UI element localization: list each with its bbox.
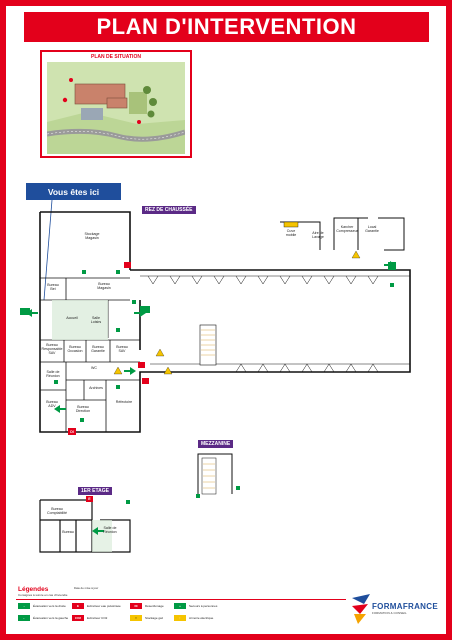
room-bureau-etage: Bureau bbox=[62, 530, 74, 534]
section-first-floor: 1ER ETAGE bbox=[78, 487, 112, 495]
evac-right-icon: → bbox=[18, 603, 30, 609]
room-bureau-garantie: Bureau Garantie bbox=[91, 345, 105, 354]
you-are-here-pointer bbox=[43, 199, 53, 301]
first-aid-icon: + bbox=[174, 603, 186, 609]
room-cuve: Cuve mobile bbox=[285, 229, 297, 238]
room-bureau-comptabilite: Bureau Comptabilité bbox=[47, 507, 67, 516]
room-wc: WC bbox=[91, 366, 97, 370]
hazard-signs bbox=[113, 250, 361, 375]
gas-storage-icon: ! bbox=[130, 615, 142, 621]
mezzanine-stairs bbox=[203, 463, 215, 489]
warehouse-bays bbox=[140, 275, 410, 373]
section-ground-floor: REZ DE CHAUSSÉE bbox=[142, 206, 196, 214]
room-karcher: Karcher Compresseur bbox=[336, 225, 358, 234]
you-are-here-label: Vous êtes ici bbox=[26, 183, 121, 200]
ground-stairs bbox=[201, 329, 215, 356]
room-salle-loisirs: Salle Loisirs bbox=[90, 316, 102, 325]
legend-divider bbox=[16, 599, 346, 600]
room-bureau-direction: Bureau Direction bbox=[75, 405, 91, 414]
legend-subtitle: Consignes à suivre en cas d'incendie bbox=[18, 593, 68, 597]
legend-panel: Légendes Consignes à suivre en cas d'inc… bbox=[12, 585, 442, 631]
brand-logo: FORMAFRANCE FORMATION & CONSEIL bbox=[350, 588, 438, 632]
room-salle-reunion-etage: Salle de Réunion bbox=[103, 526, 117, 535]
room-refectoire: Réfectoire bbox=[115, 400, 133, 404]
extinguisher-water-icon: E bbox=[72, 603, 84, 609]
section-mezzanine: MEZZANINE bbox=[198, 440, 234, 448]
room-bureau-occasion: Bureau Occasion bbox=[67, 345, 83, 354]
marker-di: DI bbox=[70, 430, 74, 434]
formafrance-logo-icon bbox=[352, 594, 370, 624]
room-accueil: Accueil bbox=[66, 316, 78, 320]
mezzanine-walls bbox=[197, 453, 233, 494]
extinguisher-co2-icon: CO2 bbox=[72, 615, 84, 621]
exit-markers bbox=[54, 270, 394, 504]
page-title: PLAN D'INTERVENTION bbox=[24, 12, 429, 42]
cuve-tank bbox=[283, 221, 299, 228]
room-bureau-sav: Bureau SAV bbox=[116, 345, 128, 354]
room-bureau-adv: Bureau ADV bbox=[46, 400, 58, 409]
extinguishers bbox=[68, 262, 149, 502]
smoke-extraction-icon: DI bbox=[130, 603, 142, 609]
legend-item: +Secours à personnes bbox=[174, 603, 217, 609]
brand-tagline: FORMATION & CONSEIL bbox=[372, 611, 407, 615]
room-bureau-magasin: Bureau Magasin bbox=[97, 282, 111, 291]
room-bureau-resp-sav: Bureau Responsable SAV bbox=[41, 343, 63, 356]
room-aire-lavage: Aire de Lavage bbox=[312, 231, 324, 240]
situation-title: PLAN DE SITUATION bbox=[91, 54, 141, 60]
legend-item: →Évacuation vers la droite bbox=[18, 603, 66, 609]
situation-map bbox=[47, 62, 185, 154]
legend-item: ⚡Armoire électrique bbox=[174, 615, 213, 621]
electrical-cabinet-icon: ⚡ bbox=[174, 615, 186, 621]
marker-e: E bbox=[88, 497, 91, 501]
room-bureau-bei: Bureau Bei bbox=[47, 283, 59, 292]
room-salle-reunion: Salle de Réunion bbox=[46, 370, 60, 379]
room-stockage: Stockage Magasin bbox=[84, 232, 100, 241]
evac-left-icon: ← bbox=[18, 615, 30, 621]
situation-map-panel: PLAN DE SITUATION bbox=[40, 50, 192, 158]
legend-meta: Date de mise à jour bbox=[74, 586, 99, 590]
legend-item: ←Évacuation vers la gauche bbox=[18, 615, 68, 621]
exit-signs bbox=[20, 262, 396, 315]
room-local-garantie: Local Garantie bbox=[365, 225, 379, 234]
legend-title: Légendes bbox=[18, 586, 49, 593]
room-archives: Archives bbox=[89, 386, 103, 390]
accueil-area bbox=[52, 300, 108, 340]
ground-floor-walls bbox=[39, 211, 411, 433]
legend-item: !Stockage gaz bbox=[130, 615, 163, 621]
brand-name: FORMAFRANCE bbox=[372, 602, 438, 611]
